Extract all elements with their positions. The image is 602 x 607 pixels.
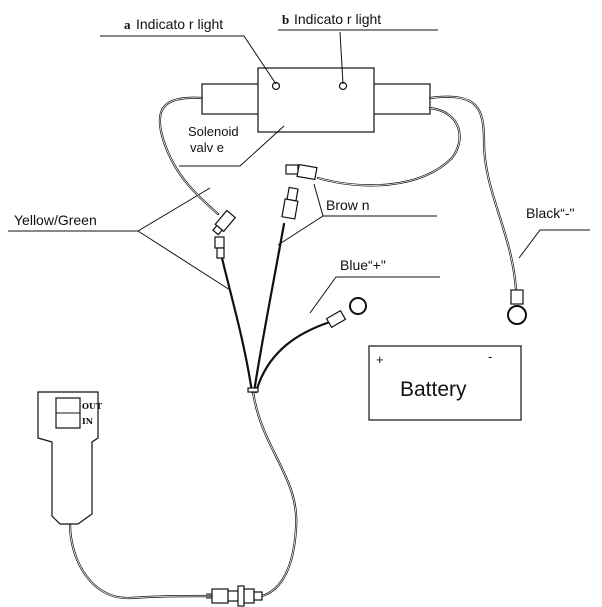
remote-in-label: IN (82, 416, 93, 426)
wires (68, 95, 518, 600)
battery-label: Battery (400, 378, 467, 401)
yellow-green-spade (212, 209, 237, 236)
battery-box (368, 345, 522, 421)
blue-ring-terminal (325, 297, 367, 329)
solenoid-body (257, 67, 375, 133)
solenoid-label-line2: valv e (190, 140, 224, 155)
connectors (206, 163, 527, 607)
brown-spade (281, 186, 299, 220)
labels: a Indicato r light b Indicato r light So… (14, 11, 575, 273)
indicator-light-a (271, 81, 281, 91)
battery-minus: - (488, 349, 492, 364)
bundle-collar (247, 387, 259, 393)
yellow-green-label: Yellow/Green (14, 212, 97, 228)
solenoid-left-cap (201, 83, 261, 115)
black-ring-terminal (507, 289, 527, 325)
solenoid-right-cap (371, 83, 431, 115)
black-label: Black“-" (526, 205, 575, 221)
leader-lines (8, 29, 590, 314)
battery-plus: + (376, 352, 384, 367)
remote-handset: OUT IN (37, 391, 102, 525)
yellow-green-lower-spade (214, 236, 225, 259)
indicator-b-letter: b (282, 12, 289, 27)
indicator-a-letter: a (124, 17, 131, 32)
battery: + - Battery (368, 345, 522, 421)
solenoid-label-line1: Solenoid (188, 124, 239, 139)
remote-out-label: OUT (82, 401, 102, 411)
inline-plug (206, 585, 263, 607)
indicator-b-label: Indicato r light (294, 11, 381, 27)
solenoid-valve (201, 67, 431, 133)
brown-spade-upper (285, 163, 318, 181)
blue-label: Blue“+" (340, 257, 386, 273)
brown-label: Brow n (326, 197, 370, 213)
indicator-a-label: Indicato r light (136, 16, 223, 32)
